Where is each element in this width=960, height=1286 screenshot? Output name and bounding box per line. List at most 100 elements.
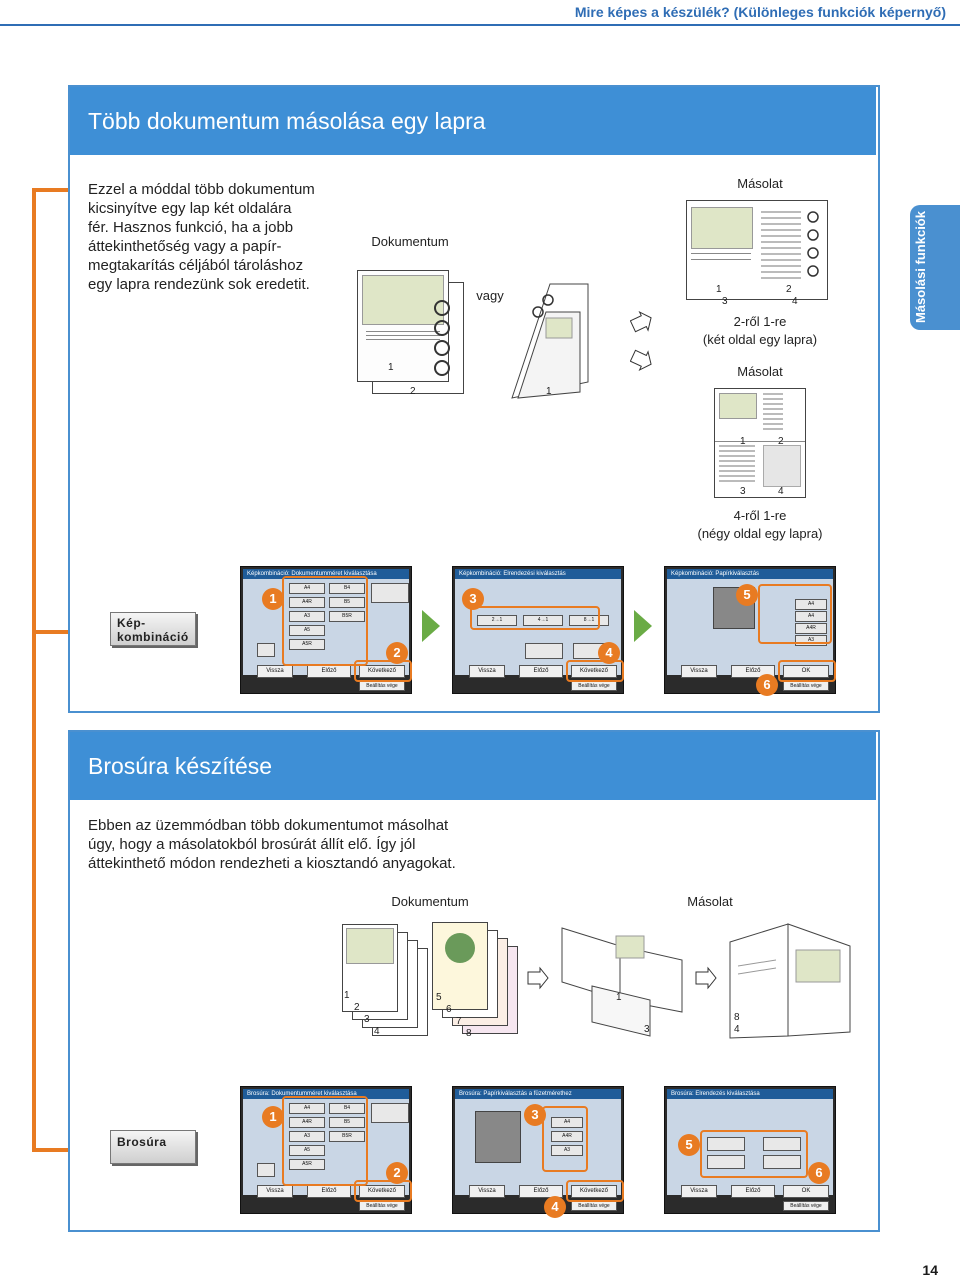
page-number: 2 [410, 386, 416, 397]
highlight-frame [566, 660, 624, 682]
layout-option[interactable] [763, 1155, 801, 1169]
layout-option[interactable] [763, 1137, 801, 1151]
highlight-frame [282, 576, 368, 666]
paper-option[interactable]: A3 [795, 635, 827, 646]
prev-button[interactable]: Előző [307, 1185, 351, 1198]
ok-button[interactable]: OK [783, 665, 829, 678]
size-option[interactable]: A5 [289, 1145, 325, 1156]
highlight-frame [470, 606, 600, 630]
page-number: 1 [344, 990, 350, 1001]
size-option[interactable]: B4 [329, 1103, 365, 1114]
ok-button[interactable]: OK [783, 1185, 829, 1198]
caption-2-to-1: 2-ről 1-re [733, 314, 787, 329]
screen-title: Képkombináció: Dokumentumméret kiválaszt… [243, 569, 409, 579]
finish-button[interactable]: Beállítás vége [359, 1201, 405, 1211]
prev-button[interactable]: Előző [519, 1185, 563, 1198]
size-option[interactable]: A4 [289, 1103, 325, 1114]
step-badge: 3 [524, 1104, 546, 1126]
back-button[interactable]: Vissza [681, 665, 717, 678]
paper-option[interactable]: A4 [795, 599, 827, 610]
size-option[interactable]: B4 [329, 583, 365, 594]
side-tab-label: Másolási funkciók [913, 211, 928, 324]
step-badge: 1 [262, 1106, 284, 1128]
duplex-option[interactable] [525, 643, 563, 659]
small-option[interactable] [257, 643, 275, 657]
size-option[interactable]: B5 [329, 1117, 365, 1128]
image-combination-key[interactable]: Kép- kombináció [110, 612, 196, 646]
step-badge: 4 [598, 642, 620, 664]
booklet-key[interactable]: Brosúra [110, 1130, 196, 1164]
layout-option[interactable] [707, 1137, 745, 1151]
small-option[interactable] [257, 1163, 275, 1177]
paper-option[interactable]: A4R [795, 623, 827, 634]
screen-title: Képkombináció: Papírkiválasztás [667, 569, 833, 579]
size-option[interactable]: A4R [289, 1117, 325, 1128]
document-page [342, 924, 398, 1012]
page-number: 2 [354, 1002, 360, 1013]
size-option[interactable]: B5R [329, 1131, 365, 1142]
copy-sheet [686, 200, 828, 300]
prev-button[interactable]: Előző [519, 665, 563, 678]
size-option[interactable]: A5R [289, 639, 325, 650]
duplex-option[interactable] [371, 583, 409, 603]
back-button[interactable]: Vissza [469, 1185, 505, 1198]
page-number: 4 [792, 296, 798, 307]
back-button[interactable]: Vissza [469, 665, 505, 678]
layout-option[interactable]: 2→1 [477, 615, 517, 626]
paper-option[interactable]: A4 [551, 1117, 583, 1128]
next-button[interactable]: Következő [359, 665, 405, 678]
finish-button[interactable]: Beállítás vége [571, 1201, 617, 1211]
prev-button[interactable]: Előző [307, 665, 351, 678]
paper-option[interactable]: A4R [551, 1131, 583, 1142]
finish-button[interactable]: Beállítás vége [783, 681, 829, 691]
section-intro: Ebben az üzemmódban több dokumentumot má… [88, 817, 456, 872]
page-number: 4 [374, 1026, 380, 1037]
screen-title: Brosúra: Elrendezés kiválasztása [667, 1089, 833, 1099]
layout-option[interactable]: 8→1 [569, 615, 609, 626]
highlight-frame [758, 584, 832, 644]
connector-line [32, 188, 36, 1148]
size-option[interactable]: A3 [289, 1131, 325, 1142]
setup-screen: Brosúra: Elrendezés kiválasztása Vissza … [664, 1086, 836, 1214]
duplex-option[interactable] [371, 1103, 409, 1123]
back-button[interactable]: Vissza [681, 1185, 717, 1198]
screen-title: Képkombináció: Elrendezési kiválasztás [455, 569, 621, 579]
size-option[interactable]: A4R [289, 597, 325, 608]
document-duplex-illustration [510, 282, 590, 400]
back-button[interactable]: Vissza [257, 1185, 293, 1198]
layout-option[interactable]: 4→1 [523, 615, 563, 626]
paper-option[interactable]: A3 [551, 1145, 583, 1156]
finish-button[interactable]: Beállítás vége [359, 681, 405, 691]
next-step-arrow-icon [422, 610, 440, 642]
highlight-frame [354, 1180, 412, 1202]
size-option[interactable]: A3 [289, 611, 325, 622]
size-option[interactable]: A5 [289, 625, 325, 636]
size-option[interactable]: B5R [329, 611, 365, 622]
next-button[interactable]: Következő [571, 1185, 617, 1198]
size-option[interactable]: A4 [289, 583, 325, 594]
prev-button[interactable]: Előző [731, 1185, 775, 1198]
page-number: 8 [466, 1028, 472, 1039]
copy-sheet [714, 388, 806, 498]
page-number: 1 [716, 284, 722, 295]
paper-option[interactable]: A4 [795, 611, 827, 622]
size-option[interactable]: B5 [329, 597, 365, 608]
finish-button[interactable]: Beállítás vége [571, 681, 617, 691]
page-header-title: Mire képes a készülék? (Különleges funkc… [574, 4, 946, 20]
step-badge: 2 [386, 642, 408, 664]
step-badge: 1 [262, 588, 284, 610]
highlight-frame [700, 1130, 808, 1178]
step-badge: 3 [462, 588, 484, 610]
back-button[interactable]: Vissza [257, 665, 293, 678]
size-option[interactable]: A5R [289, 1159, 325, 1170]
document-label: Dokumentum [371, 234, 449, 249]
next-button[interactable]: Következő [571, 665, 617, 678]
page-number: 3 [364, 1014, 370, 1025]
finish-button[interactable]: Beállítás vége [783, 1201, 829, 1211]
next-button[interactable]: Következő [359, 1185, 405, 1198]
section-intro: Ezzel a móddal több dokumentum kicsinyít… [88, 181, 315, 293]
layout-option[interactable] [707, 1155, 745, 1169]
page-number: 2 [778, 436, 784, 447]
screen-title: Brosúra: Dokumentumméret kiválasztása [243, 1089, 409, 1099]
highlight-frame [282, 1096, 368, 1186]
